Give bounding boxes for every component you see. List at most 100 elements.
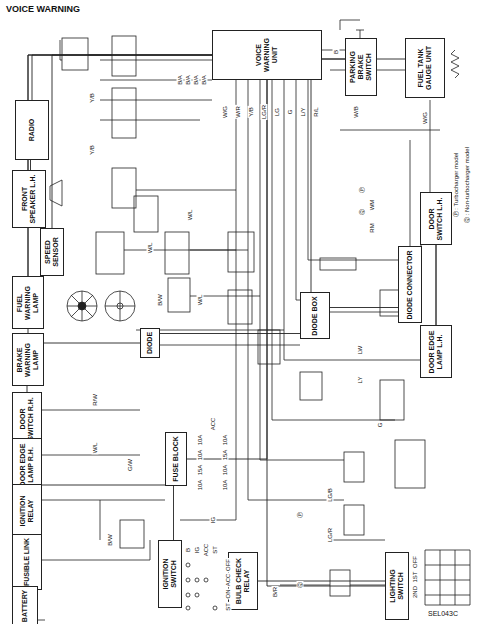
component-box: DOOR EDGE LAMP L.H. xyxy=(420,325,452,378)
component-label: FRONT SPEAKER L.H. xyxy=(21,174,37,224)
component-label: BATTERY xyxy=(21,590,29,622)
component-box: DOOR SWITCH L.H. xyxy=(420,192,452,245)
wire-label: RM xyxy=(369,222,376,233)
wire-label: B/A xyxy=(193,74,200,86)
component-label: SPEED SENSOR xyxy=(44,232,60,272)
wire-label: OFF xyxy=(225,558,232,572)
wire-label: Ⓟ xyxy=(359,186,366,194)
component-box: FUSIBLE LINK xyxy=(12,534,42,590)
wire-connector xyxy=(52,55,212,228)
wire-label: G xyxy=(377,422,384,429)
component-label: FUEL TANK GAUGE UNIT xyxy=(417,43,433,93)
component-label: DOOR SWITCH R.H. xyxy=(19,396,35,441)
wire-label: W/L xyxy=(92,442,99,455)
wire-label: B/A xyxy=(201,74,208,86)
component-label: DIODE BOX xyxy=(311,296,319,335)
wire-label: 15A xyxy=(197,464,204,477)
wire-label: LW xyxy=(357,345,364,356)
wire-label: OFF xyxy=(412,555,419,569)
wire-label: 10A xyxy=(222,434,229,447)
wire-label: ACC xyxy=(203,543,210,558)
wire-label: LG/R xyxy=(327,527,334,543)
component-box: FRONT SPEAKER L.H. xyxy=(12,170,46,228)
component-label: DOOR SWITCH L.H. xyxy=(428,196,444,241)
component-box: FUSE BLOCK xyxy=(165,432,187,486)
component-box: VOICE WARNING UNIT xyxy=(212,30,322,80)
component-box: FUEL TANK GAUGE UNIT xyxy=(405,38,445,98)
component-label: DOOR EDGE LAMP R.H. xyxy=(19,442,35,487)
wire-connector xyxy=(32,55,212,100)
wire-label: 10A xyxy=(197,479,204,492)
component-label: LIGHTING SWITCH xyxy=(389,556,405,616)
component-box: LIGHTING SWITCH xyxy=(385,552,409,620)
wire-label: ACC xyxy=(210,417,217,432)
component-label: DOOR EDGE LAMP L.H. xyxy=(428,329,444,374)
diagram-title: VOICE WARNING xyxy=(6,4,80,14)
wire-label: W/G xyxy=(422,111,429,125)
wire-connector xyxy=(42,485,165,486)
wire-label: 2ND xyxy=(412,585,419,599)
component-box: BATTERY xyxy=(12,586,38,624)
component-box: IGNITION RELAY xyxy=(12,484,42,537)
figure-code: SEL043C xyxy=(428,610,458,617)
wire-label: R/W xyxy=(92,393,99,407)
component-box: DIODE xyxy=(140,328,160,358)
component-label: FUSE BLOCK xyxy=(172,436,180,482)
component-label: IGNITION RELAY xyxy=(19,488,35,533)
wire-label: IG xyxy=(194,546,201,554)
wire-label: LG/B xyxy=(327,487,334,503)
wire-connector xyxy=(258,581,385,582)
wire-label: G xyxy=(287,109,294,116)
component-box: BULB CHECK RELAY xyxy=(228,552,258,610)
component-box: RADIO xyxy=(15,100,49,160)
component-label: BRAKE WARNING LAMP xyxy=(16,337,40,382)
wire-label: 15A xyxy=(222,449,229,462)
wire-connector xyxy=(267,80,385,586)
component-box: FUEL WARNING LAMP xyxy=(12,276,44,329)
wire-label: Y/B xyxy=(89,144,96,156)
wire-label: W/L xyxy=(187,209,194,222)
component-label: FUSIBLE LINK xyxy=(23,538,31,586)
wire-label: ON xyxy=(225,589,232,600)
wire-label: B/W xyxy=(107,533,114,546)
wire-label: B/R xyxy=(272,586,279,598)
wire-connector xyxy=(173,486,174,540)
wire-label: Ⓟ xyxy=(297,511,304,519)
wire-label: W/B xyxy=(353,105,360,118)
wire-label: LG xyxy=(274,107,281,117)
wire-label: ACC xyxy=(225,573,232,588)
wire-label: ST xyxy=(225,602,232,612)
component-label: DIODE CONNECTOR xyxy=(406,250,414,319)
wire-label: IG xyxy=(210,516,217,524)
wire-connector xyxy=(436,245,437,325)
wire-connector xyxy=(28,55,212,333)
wire-label: R/L xyxy=(313,106,320,117)
wire-label: L/Y xyxy=(300,106,307,117)
wire-label: W/R xyxy=(235,105,242,119)
wire-label: B xyxy=(185,547,192,553)
wire-label: Y/B xyxy=(248,106,255,118)
component-label: BULB CHECK RELAY xyxy=(235,556,251,606)
wire-label: LY xyxy=(357,376,364,385)
wire-connector xyxy=(187,80,267,459)
component-label: IGNITION SWITCH xyxy=(162,544,178,604)
legend-entry: Ⓟ : Turbocharger model xyxy=(453,152,460,219)
component-box: BRAKE WARNING LAMP xyxy=(12,333,44,386)
wire-label: B/W xyxy=(157,293,164,306)
wire-connector xyxy=(160,333,300,334)
wire-label: G/W xyxy=(127,458,134,472)
component-label: PARKING BRAKE SWITCH xyxy=(349,42,373,92)
wire-label: Y/B xyxy=(89,92,96,104)
wire-label: 10A xyxy=(197,434,204,447)
component-box: DIODE CONNECTOR xyxy=(398,246,422,323)
wire-label: B/A xyxy=(185,74,192,86)
wire-label: B/A xyxy=(177,74,184,86)
component-label: VOICE WARNING UNIT xyxy=(255,34,279,76)
wire-label: W/L xyxy=(197,294,204,307)
wire-label: Ⓠ xyxy=(297,581,304,589)
component-box: DIODE BOX xyxy=(300,292,330,339)
component-box: SPEED SENSOR xyxy=(40,228,64,276)
component-box: PARKING BRAKE SWITCH xyxy=(345,38,377,96)
wire-label: W/G xyxy=(222,105,229,119)
